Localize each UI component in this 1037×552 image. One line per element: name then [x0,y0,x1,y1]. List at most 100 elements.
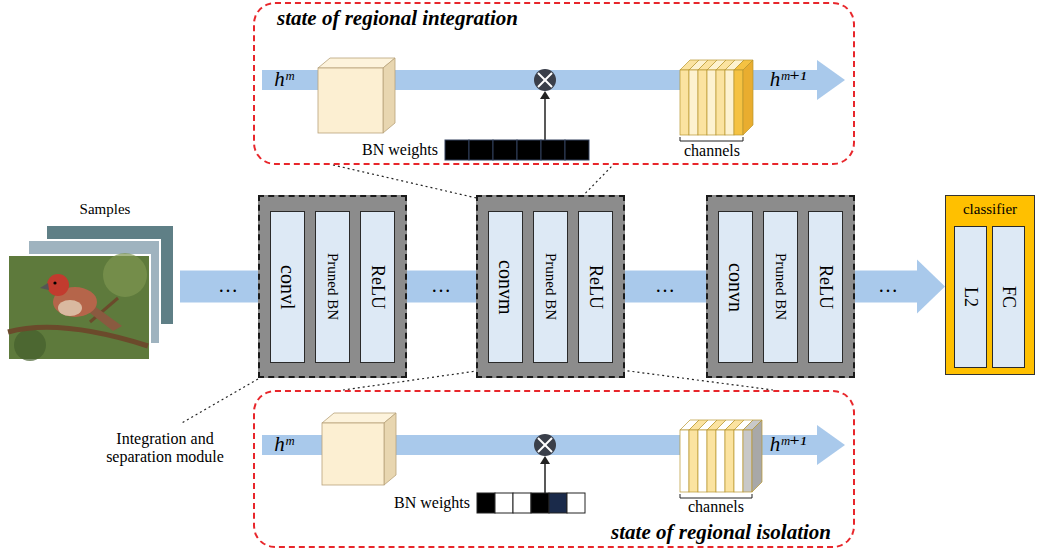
bird-belly [58,300,82,316]
panel-title: state of regional isolation [611,520,831,544]
connector [855,260,945,314]
tensor-cube-side [383,58,395,133]
tensor-symbol: hᵐ⁺¹ [770,432,807,456]
layer-name: convm [496,260,516,314]
channel-side [743,60,753,135]
layer-box: FC [992,226,1025,368]
channel-slice [689,70,698,135]
layer-box: ReLU [360,211,395,363]
photo-blur [14,329,46,361]
flow-arrowhead [817,425,845,465]
sample-caption: Samples [80,201,131,218]
flow-band [180,271,258,303]
layer-name: L2 [962,287,980,307]
multiply-symbol [534,434,556,456]
multiply-cross [538,73,552,87]
region-panel: state of regional isolation [253,390,855,548]
integration-module: convm Pruned BN ReLU [476,195,625,378]
weight-square [513,493,531,513]
channel-side [752,420,762,492]
channel-slice [716,70,725,135]
channel-slice [743,430,752,492]
layer-name: ReLU [587,265,605,309]
tensor-cube [318,68,383,133]
multiply-cross [538,438,552,452]
integration-module: convn Pruned BN ReLU [706,195,855,378]
tensor-symbol: hᵐ [274,67,293,91]
layer-name: Pruned BN [773,253,788,320]
channel-slice [680,430,689,492]
channel-slice [707,70,716,135]
weight-square [565,140,589,160]
weight-square [517,140,541,160]
flow-band [855,271,917,303]
multiply-symbol [534,69,556,91]
layer-name: Pruned BN [543,253,558,320]
ellipsis: … [218,274,238,297]
ellipsis: … [431,274,451,297]
layer-box: Pruned BN [533,211,568,363]
weights-label: BN weights [394,494,470,512]
flow-arrowhead [817,60,845,100]
channel-stack [680,60,753,135]
layer-box: L2 [954,226,987,368]
layer-box: convl [270,211,305,363]
channel-stack [680,420,762,492]
layer-name: convl [278,265,298,309]
channel-bracket [680,494,752,498]
channel-slice [698,430,707,492]
module-callout: Integration and separation module [95,430,235,467]
bn-weight-squares [477,493,585,513]
tensor-cube-top [318,58,395,68]
sample-images [8,225,174,361]
layer-box: ReLU [808,211,843,363]
weight-arrow [544,463,546,493]
branch [8,327,148,346]
weight-square [493,140,517,160]
channel-slice [734,70,743,135]
layer-box: ReLU [578,211,613,363]
layer-name: FC [1000,286,1018,308]
channel-slice [725,430,734,492]
weight-arrow [544,98,546,140]
photo-blur [103,253,147,297]
weight-arrowhead [540,91,550,99]
classifier-title: classifier [946,201,1034,218]
bird-tail [90,305,122,331]
channel-bracket [680,137,743,141]
weight-square [531,493,549,513]
channel-slice [707,430,716,492]
region-panel: state of regional integration [253,2,855,165]
integration-module: convl Pruned BN ReLU [258,195,407,378]
bird-head [47,274,69,296]
weight-square [541,140,565,160]
channel-slice [698,70,707,135]
classifier-box: L2 FC classifier [945,195,1035,375]
layer-box: convn [718,211,753,363]
panel-title: state of regional integration [277,6,518,30]
bn-weight-squares [445,140,589,160]
weight-square [567,493,585,513]
leader-line [180,379,258,424]
weights-label: BN weights [362,141,438,159]
tensor-cube-top [322,413,396,423]
isolation-illustration [262,413,845,513]
tensor-cube-side [384,413,396,485]
layer-name: ReLU [369,265,387,309]
bird-eye [53,281,56,284]
layer-name: convn [726,263,746,312]
channels-label: channels [688,498,744,516]
ellipsis: … [878,274,898,297]
weight-arrowhead [540,456,550,464]
flow-band [625,271,706,303]
integration-illustration [262,58,845,160]
layer-box: Pruned BN [763,211,798,363]
weight-square [549,493,567,513]
channel-slice [680,70,689,135]
weight-square [445,140,469,160]
layer-name: Pruned BN [325,253,340,320]
weight-square [469,140,493,160]
weight-square [477,493,495,513]
ellipsis: … [655,274,675,297]
layer-name: ReLU [817,265,835,309]
